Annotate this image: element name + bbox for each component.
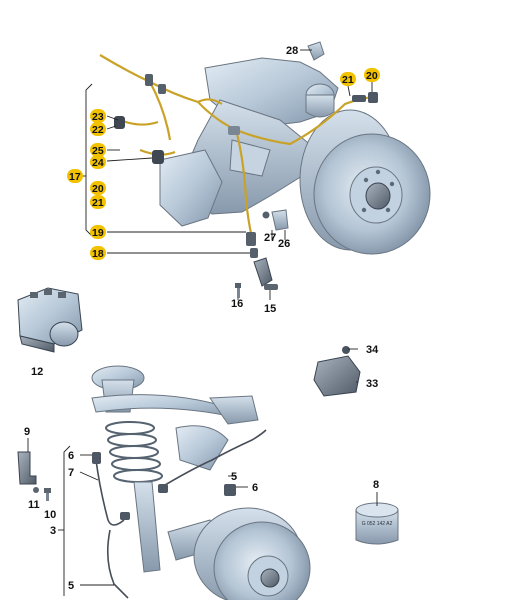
callout-12: 12	[31, 366, 43, 378]
callout-27: 27	[264, 232, 276, 244]
brake-disc-top	[299, 109, 431, 255]
wheel-speed-sensor	[253, 257, 278, 290]
callout-15: 15	[264, 303, 276, 315]
bolt-10	[44, 488, 51, 501]
sensor-control-unit	[313, 346, 361, 397]
callout-3: 3	[50, 525, 56, 537]
leader-lines	[27, 49, 378, 596]
callout-22: 22	[92, 124, 104, 136]
callout-28: 28	[286, 45, 298, 57]
abs-wiring-harness	[99, 54, 378, 258]
callout-11: 11	[28, 499, 40, 511]
callout-10: 10	[44, 509, 56, 521]
callout-26: 26	[278, 238, 290, 250]
front-sensor-cables	[92, 429, 267, 599]
callout-5-left: 5	[68, 580, 74, 592]
bush-sleeve: G 052 142 A2	[355, 502, 399, 545]
brake-disc-bottom	[193, 507, 311, 600]
callout-labels: 28 21 20 23 22 25 24 17 20 21 19 18 27 2…	[24, 45, 379, 592]
sleeve-marking: G 052 142 A2	[362, 521, 393, 527]
callout-19: 19	[92, 227, 104, 239]
callout-25: 25	[92, 145, 104, 157]
highlight-badges	[67, 68, 380, 260]
sensor-bolt	[235, 283, 241, 298]
callout-6-left: 6	[68, 450, 74, 462]
bolt-11	[33, 487, 39, 493]
rear-axle-assembly	[159, 41, 339, 227]
front-strut-assembly	[91, 365, 259, 573]
callout-17: 17	[69, 171, 81, 183]
callout-23: 23	[92, 111, 104, 123]
callout-16: 16	[231, 298, 243, 310]
callout-8: 8	[373, 479, 379, 491]
callout-34: 34	[366, 344, 379, 356]
callout-20-left: 20	[92, 183, 104, 195]
callout-9: 9	[24, 426, 30, 438]
abs-hydraulic-unit	[17, 287, 83, 353]
callout-18: 18	[92, 248, 104, 260]
callout-21-left: 21	[92, 197, 104, 209]
callout-33: 33	[366, 378, 378, 390]
holding-clip	[262, 209, 289, 231]
callout-6-right: 6	[252, 482, 258, 494]
callout-7: 7	[68, 467, 74, 479]
callout-20-top: 20	[366, 70, 378, 82]
callout-5-right: 5	[231, 471, 237, 483]
callout-21-top: 21	[342, 74, 354, 86]
sensor-bracket-left	[17, 451, 37, 485]
callout-24: 24	[92, 157, 104, 169]
